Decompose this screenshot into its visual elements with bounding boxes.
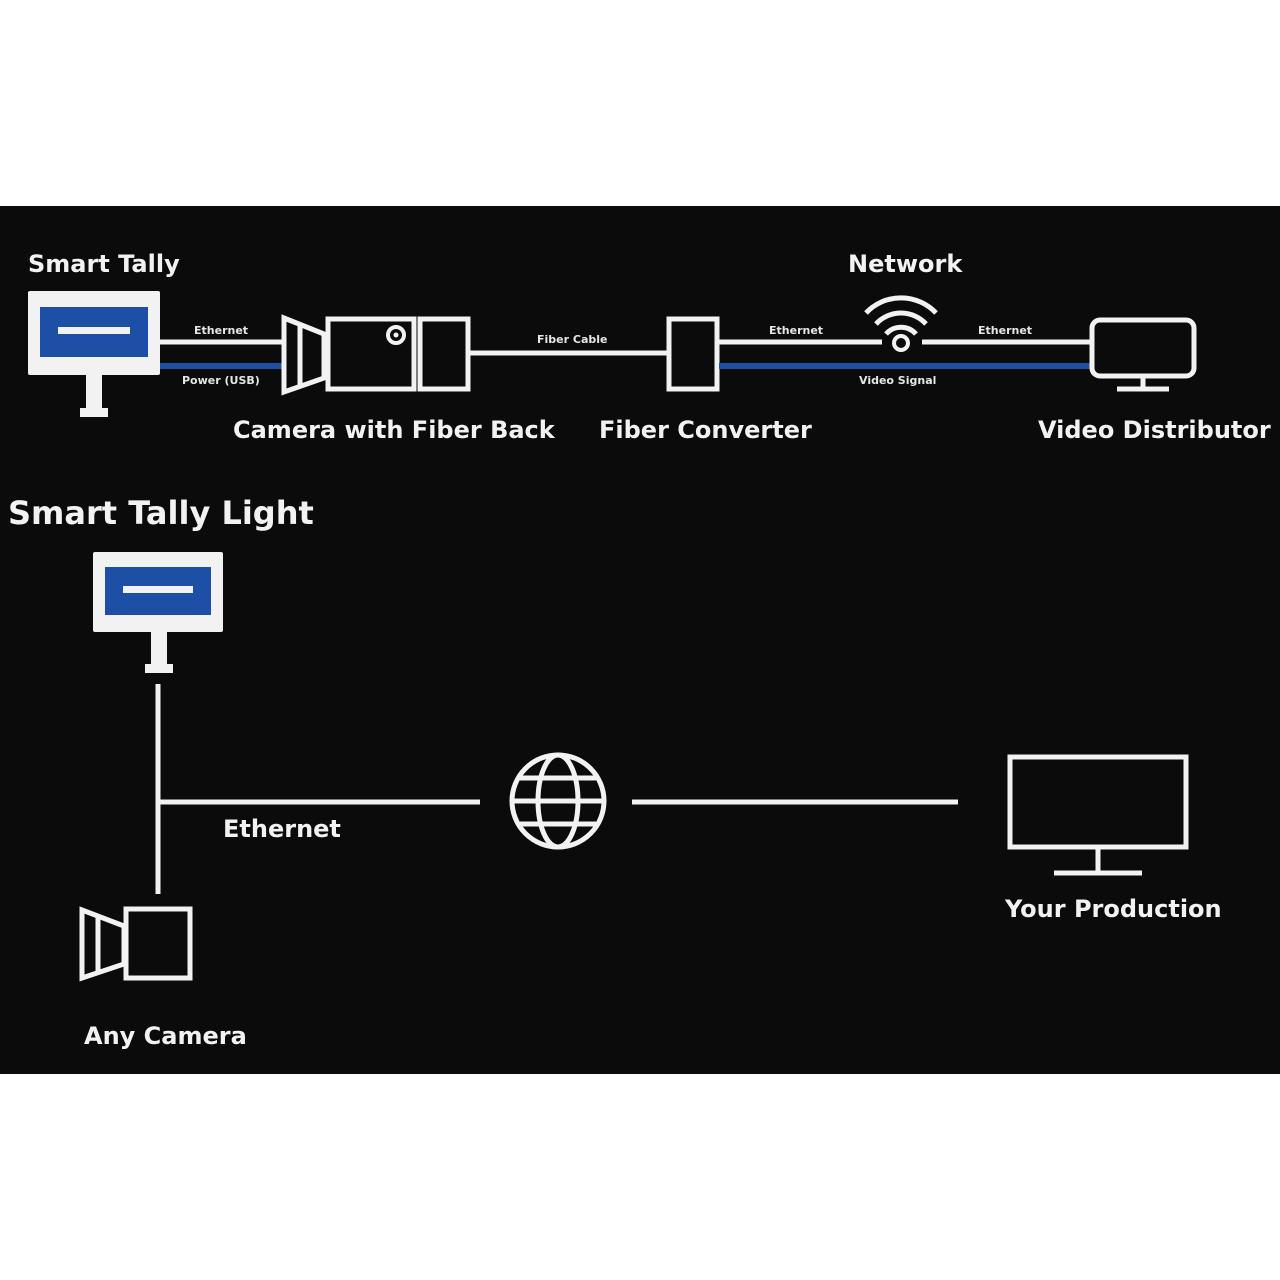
label-video-distributor: Video Distributor — [1038, 416, 1271, 444]
monitor-icon — [1089, 317, 1197, 392]
label-link-ethernet: Ethernet — [223, 815, 341, 843]
label-link-power-usb: Power (USB) — [182, 374, 260, 387]
label-any-camera: Any Camera — [84, 1022, 247, 1050]
label-your-production: Your Production — [1004, 895, 1222, 923]
label-link-fiber-cable: Fiber Cable — [537, 333, 607, 346]
camera-icon — [79, 906, 193, 982]
tally-light-icon — [28, 291, 160, 417]
globe-icon — [509, 752, 607, 850]
monitor-icon — [1007, 754, 1189, 876]
fiber-converter-icon — [666, 316, 720, 392]
label-network: Network — [848, 250, 963, 278]
label-smart-tally-light: Smart Tally Light — [8, 494, 314, 532]
label-camera-with-fiber-back: Camera with Fiber Back — [233, 416, 556, 444]
wifi-icon — [864, 295, 938, 352]
camera-icon — [281, 314, 471, 396]
label-smart-tally: Smart Tally — [28, 250, 180, 278]
label-link-ethernet-1: Ethernet — [194, 324, 248, 337]
label-link-ethernet-3: Ethernet — [978, 324, 1032, 337]
label-link-ethernet-2: Ethernet — [769, 324, 823, 337]
label-link-video-signal: Video Signal — [859, 374, 936, 387]
tally-light-icon — [93, 552, 223, 673]
label-fiber-converter: Fiber Converter — [599, 416, 812, 444]
